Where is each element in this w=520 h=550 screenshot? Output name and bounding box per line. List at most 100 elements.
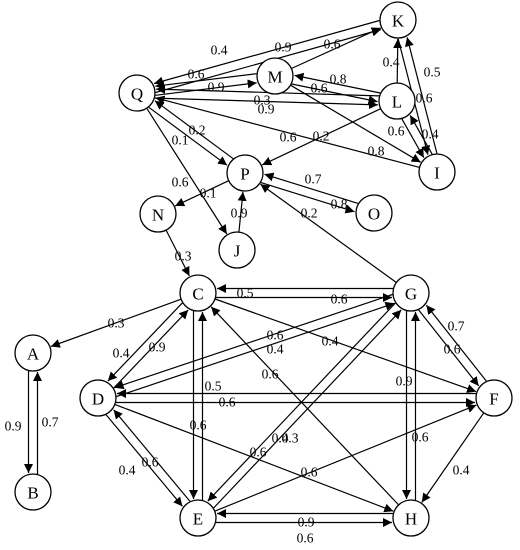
edge-label-p-to-n: 0.1	[200, 186, 217, 201]
node-o: O	[355, 194, 393, 232]
edge-k-to-q	[153, 19, 380, 86]
node-circle-i	[418, 153, 456, 191]
edge-label-m-to-q: 0.9	[208, 80, 225, 95]
node-circle-a	[14, 334, 52, 372]
node-circle-e	[179, 499, 217, 537]
node-label-n: N	[152, 206, 164, 225]
edge-f-to-h	[421, 412, 485, 503]
edge-label-q-to-k: 0.9	[275, 40, 292, 55]
node-label-k: K	[392, 12, 405, 31]
node-g: G	[392, 274, 430, 312]
edge-d-to-c	[113, 309, 189, 389]
node-h: H	[392, 499, 430, 537]
edge-m-to-l	[291, 83, 378, 105]
edge-label-d-to-h: 0.6	[250, 445, 267, 460]
edge-h-to-c	[210, 306, 400, 506]
edge-q-to-m	[155, 79, 257, 96]
edge-i-to-k	[404, 37, 438, 154]
nodes-layer: A B C D E F G H I J K L M N O P Q	[14, 1, 513, 537]
edge-g-to-f	[418, 309, 480, 387]
edge-l-to-i	[401, 118, 425, 158]
edge-o-to-p	[264, 172, 359, 204]
node-j: J	[218, 231, 256, 269]
edge-label-q-to-p: 0.1	[172, 133, 189, 148]
edge-f-to-g	[425, 304, 487, 382]
edge-label-b-to-a: 0.9	[5, 419, 22, 434]
edge-d-to-g	[116, 301, 395, 398]
node-circle-f	[475, 379, 513, 417]
edge-label-c-to-a: 0.3	[108, 316, 125, 331]
edge-label-e-to-d: 0.4	[119, 463, 136, 478]
edge-p-to-n	[174, 180, 229, 207]
edge-label-c-to-e: 0.6	[190, 418, 207, 433]
node-label-o: O	[368, 205, 380, 224]
node-label-l: L	[392, 93, 402, 112]
node-p: P	[226, 154, 264, 192]
edge-i-to-l	[409, 115, 433, 155]
edge-label-i-to-l: 0.4	[422, 127, 439, 142]
node-circle-n	[139, 195, 177, 233]
node-a: A	[14, 334, 52, 372]
node-label-a: A	[27, 345, 40, 364]
edge-label-l-to-p: 0.2	[313, 129, 330, 144]
edge-label-g-to-d: 0.4	[267, 342, 284, 357]
edge-label-k-to-q: 0.4	[211, 43, 228, 58]
edge-label-e-to-h: 0.9	[298, 515, 315, 530]
edge-label-d-to-e: 0.6	[142, 455, 159, 470]
edge-label-g-to-p: 0.2	[301, 206, 318, 221]
node-circle-c	[179, 274, 217, 312]
node-label-j: J	[234, 242, 241, 261]
node-label-q: Q	[131, 85, 143, 104]
node-circle-b	[14, 473, 52, 511]
edge-c-to-a	[50, 298, 182, 348]
edge-label-h-to-e: 0.6	[297, 531, 314, 546]
node-label-f: F	[489, 390, 498, 409]
edge-label-l-to-i: 0.6	[388, 124, 405, 139]
edge-l-to-k	[393, 38, 403, 84]
edge-label-m-to-l: 0.8	[330, 72, 347, 87]
edge-label-d-to-g: 0.6	[267, 328, 284, 343]
edges-layer	[24, 19, 487, 527]
edge-label-g-to-f: 0.7	[448, 319, 465, 334]
node-label-b: B	[27, 484, 38, 503]
edge-g-to-p	[260, 183, 397, 283]
node-label-d: D	[92, 390, 104, 409]
node-circle-q	[118, 74, 156, 112]
edge-label-f-to-d: 0.5	[205, 379, 222, 394]
node-circle-d	[79, 379, 117, 417]
node-circle-j	[218, 231, 256, 269]
edge-e-to-d	[113, 409, 191, 502]
edge-label-o-to-p: 0.8	[331, 197, 348, 212]
edge-m-to-k	[291, 27, 381, 70]
edge-label-f-to-h: 0.4	[453, 463, 470, 478]
node-circle-k	[379, 1, 417, 39]
node-m: M	[256, 57, 294, 95]
node-label-p: P	[240, 165, 249, 184]
edge-label-j-to-p: 0.9	[231, 206, 248, 221]
node-label-m: M	[267, 68, 282, 87]
node-f: F	[475, 379, 513, 417]
node-label-i: I	[434, 164, 440, 183]
edge-g-to-e	[207, 302, 396, 502]
edge-c-to-f	[214, 298, 477, 393]
edge-label-i-to-q: 0.6	[280, 130, 297, 145]
edge-label-g-to-c: 0.6	[331, 292, 348, 307]
edge-label-p-to-o: 0.7	[305, 172, 322, 187]
edge-p-to-o	[260, 182, 355, 214]
edge-label-q-to-j: 0.6	[172, 175, 189, 190]
node-circle-g	[392, 274, 430, 312]
node-circle-l	[378, 82, 416, 120]
edge-l-to-m	[294, 72, 381, 94]
node-circle-o	[355, 194, 393, 232]
node-label-e: E	[193, 510, 203, 529]
node-n: N	[139, 195, 177, 233]
node-i: I	[418, 153, 456, 191]
edge-label-q-to-m: 0.6	[188, 67, 205, 82]
node-c: C	[179, 274, 217, 312]
edge-label-e-to-f: 0.6	[301, 465, 318, 480]
edge-j-to-p	[237, 191, 247, 233]
edge-label-d-to-f: 0.6	[219, 395, 236, 410]
edge-label-h-to-c: 0.6	[262, 367, 279, 382]
edge-label-m-to-i: 0.8	[368, 144, 385, 159]
